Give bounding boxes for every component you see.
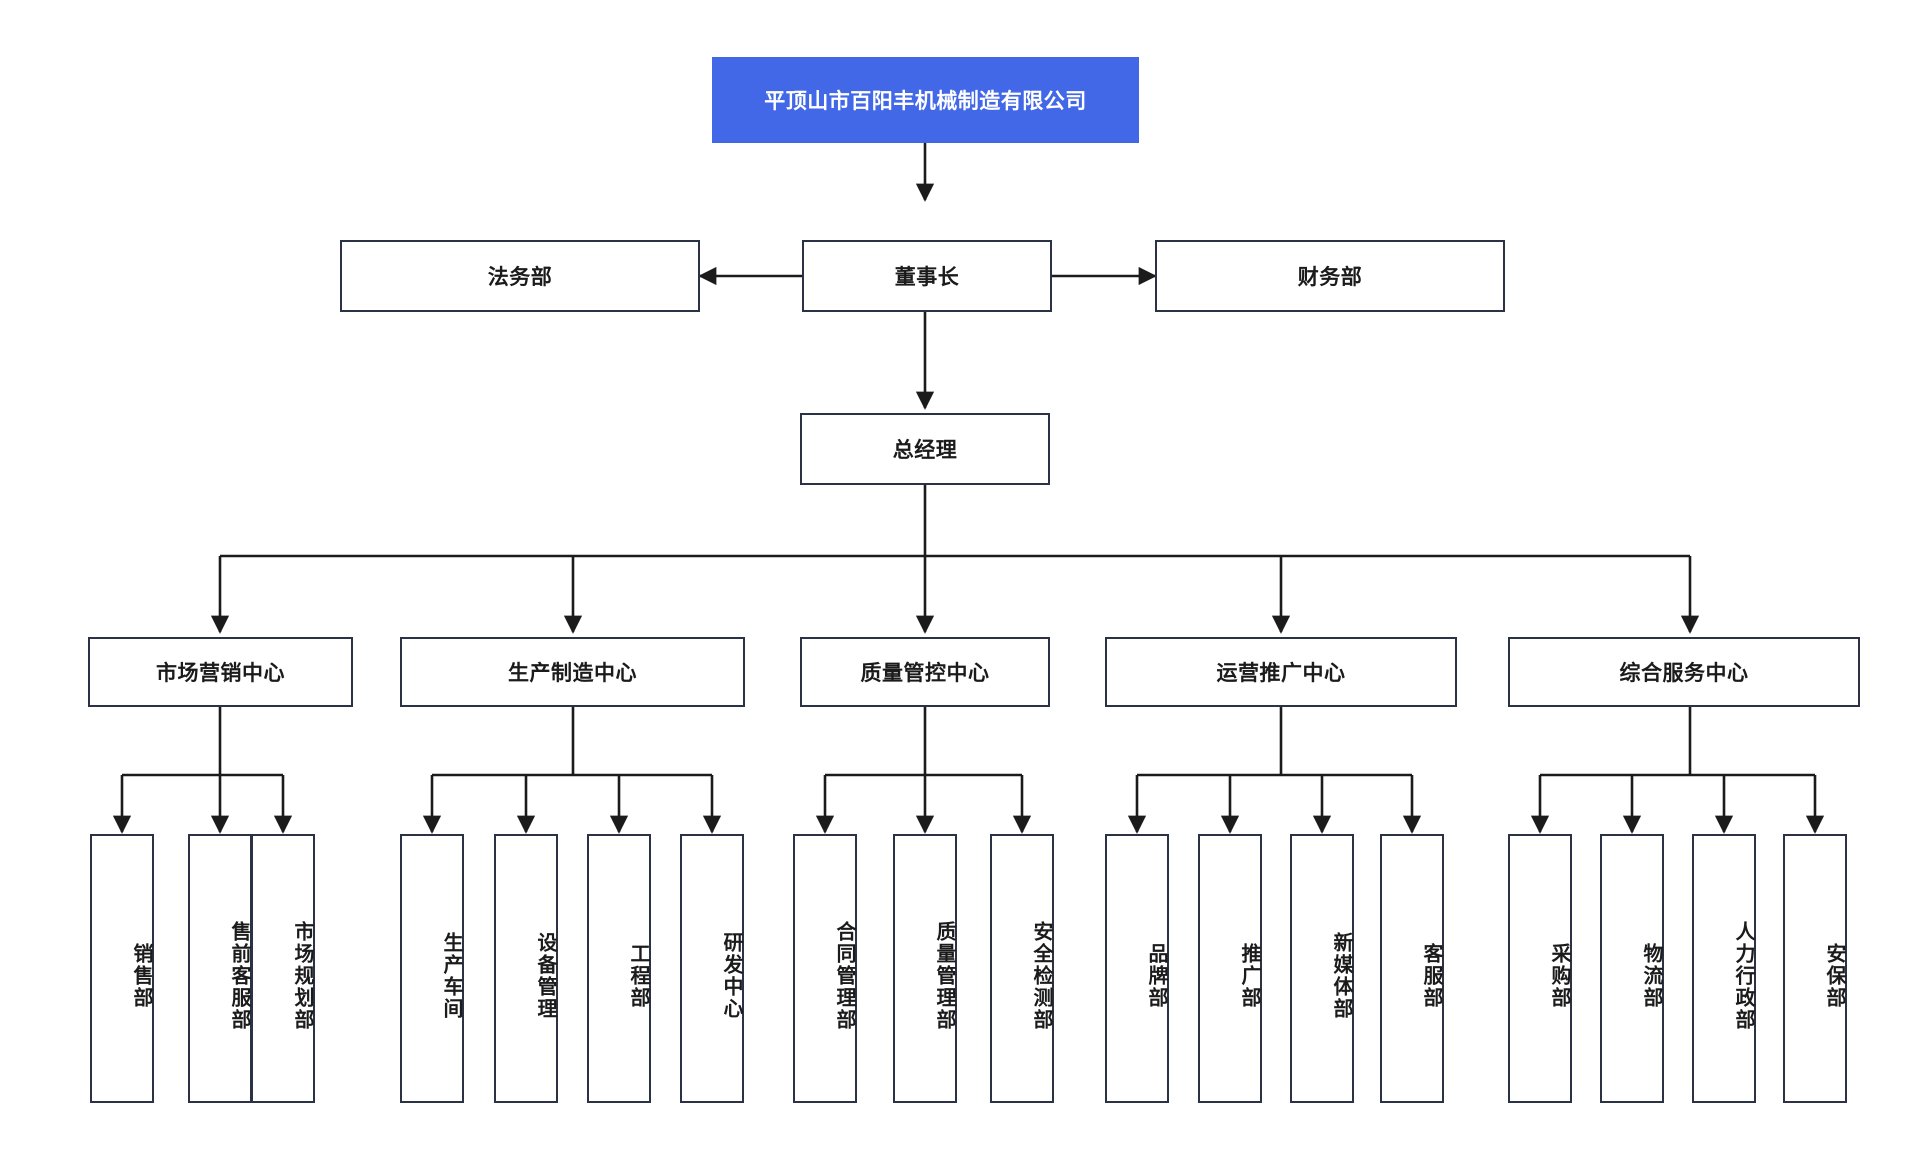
node-center-manufacturing[interactable]: 生产制造中心 xyxy=(400,637,745,707)
node-department-quality-management[interactable]: 质量管理部 xyxy=(893,834,957,1103)
node-department-engineering[interactable]: 工程部 xyxy=(587,834,651,1103)
node-department-logistics[interactable]: 物流部 xyxy=(1600,834,1664,1103)
node-label: 质量管控中心 xyxy=(860,662,990,685)
node-label: 运营推广中心 xyxy=(1216,662,1346,685)
node-label: 法务部 xyxy=(487,266,553,289)
node-center-quality[interactable]: 质量管控中心 xyxy=(800,637,1050,707)
node-label: 质量管理部 xyxy=(933,920,955,1031)
node-department-security[interactable]: 安保部 xyxy=(1783,834,1847,1103)
node-label: 新媒体部 xyxy=(1330,931,1352,1020)
node-label: 客服部 xyxy=(1420,942,1442,1009)
node-chairman[interactable]: 董事长 xyxy=(802,240,1052,312)
node-label: 生产车间 xyxy=(440,931,462,1020)
node-department-rnd-center[interactable]: 研发中心 xyxy=(680,834,744,1103)
node-label: 安保部 xyxy=(1823,942,1845,1009)
node-label: 总经理 xyxy=(892,439,958,462)
node-department-promotion[interactable]: 推广部 xyxy=(1198,834,1262,1103)
node-general-manager[interactable]: 总经理 xyxy=(800,413,1050,485)
node-label: 生产制造中心 xyxy=(508,662,637,685)
node-legal-department[interactable]: 法务部 xyxy=(340,240,700,312)
node-department-production-workshop[interactable]: 生产车间 xyxy=(400,834,464,1103)
node-finance-department[interactable]: 财务部 xyxy=(1155,240,1505,312)
node-department-hr-administration[interactable]: 人力行政部 xyxy=(1692,834,1756,1103)
node-label: 工程部 xyxy=(627,942,649,1009)
node-label: 设备管理 xyxy=(534,931,556,1020)
node-department-market-planning[interactable]: 市场规划部 xyxy=(251,834,315,1103)
node-label: 推广部 xyxy=(1238,942,1260,1009)
node-label: 人力行政部 xyxy=(1732,920,1754,1031)
node-label: 市场规划部 xyxy=(291,920,313,1031)
node-department-procurement[interactable]: 采购部 xyxy=(1508,834,1572,1103)
node-label: 市场营销中心 xyxy=(156,662,285,685)
node-center-general-services[interactable]: 综合服务中心 xyxy=(1508,637,1860,707)
node-department-brand[interactable]: 品牌部 xyxy=(1105,834,1169,1103)
node-label: 售前客服部 xyxy=(228,920,250,1031)
node-department-sales[interactable]: 销售部 xyxy=(90,834,154,1103)
node-department-customer-service[interactable]: 客服部 xyxy=(1380,834,1444,1103)
node-label: 安全检测部 xyxy=(1030,920,1052,1031)
node-label: 平顶山市百阳丰机械制造有限公司 xyxy=(764,90,1087,113)
node-label: 董事长 xyxy=(894,266,960,289)
node-label: 研发中心 xyxy=(720,931,742,1020)
node-center-operations[interactable]: 运营推广中心 xyxy=(1105,637,1457,707)
node-label: 合同管理部 xyxy=(833,920,855,1031)
node-company-root[interactable]: 平顶山市百阳丰机械制造有限公司 xyxy=(712,57,1139,143)
node-department-contract-management[interactable]: 合同管理部 xyxy=(793,834,857,1103)
node-department-equipment-management[interactable]: 设备管理 xyxy=(494,834,558,1103)
node-department-presales-service[interactable]: 售前客服部 xyxy=(188,834,252,1103)
node-label: 财务部 xyxy=(1297,266,1363,289)
node-label: 综合服务中心 xyxy=(1619,662,1749,685)
node-label: 销售部 xyxy=(130,942,152,1009)
node-department-new-media[interactable]: 新媒体部 xyxy=(1290,834,1354,1103)
node-label: 采购部 xyxy=(1548,942,1570,1009)
node-center-marketing[interactable]: 市场营销中心 xyxy=(88,637,353,707)
node-label: 品牌部 xyxy=(1145,942,1167,1009)
node-label: 物流部 xyxy=(1640,942,1662,1009)
node-department-safety-inspection[interactable]: 安全检测部 xyxy=(990,834,1054,1103)
